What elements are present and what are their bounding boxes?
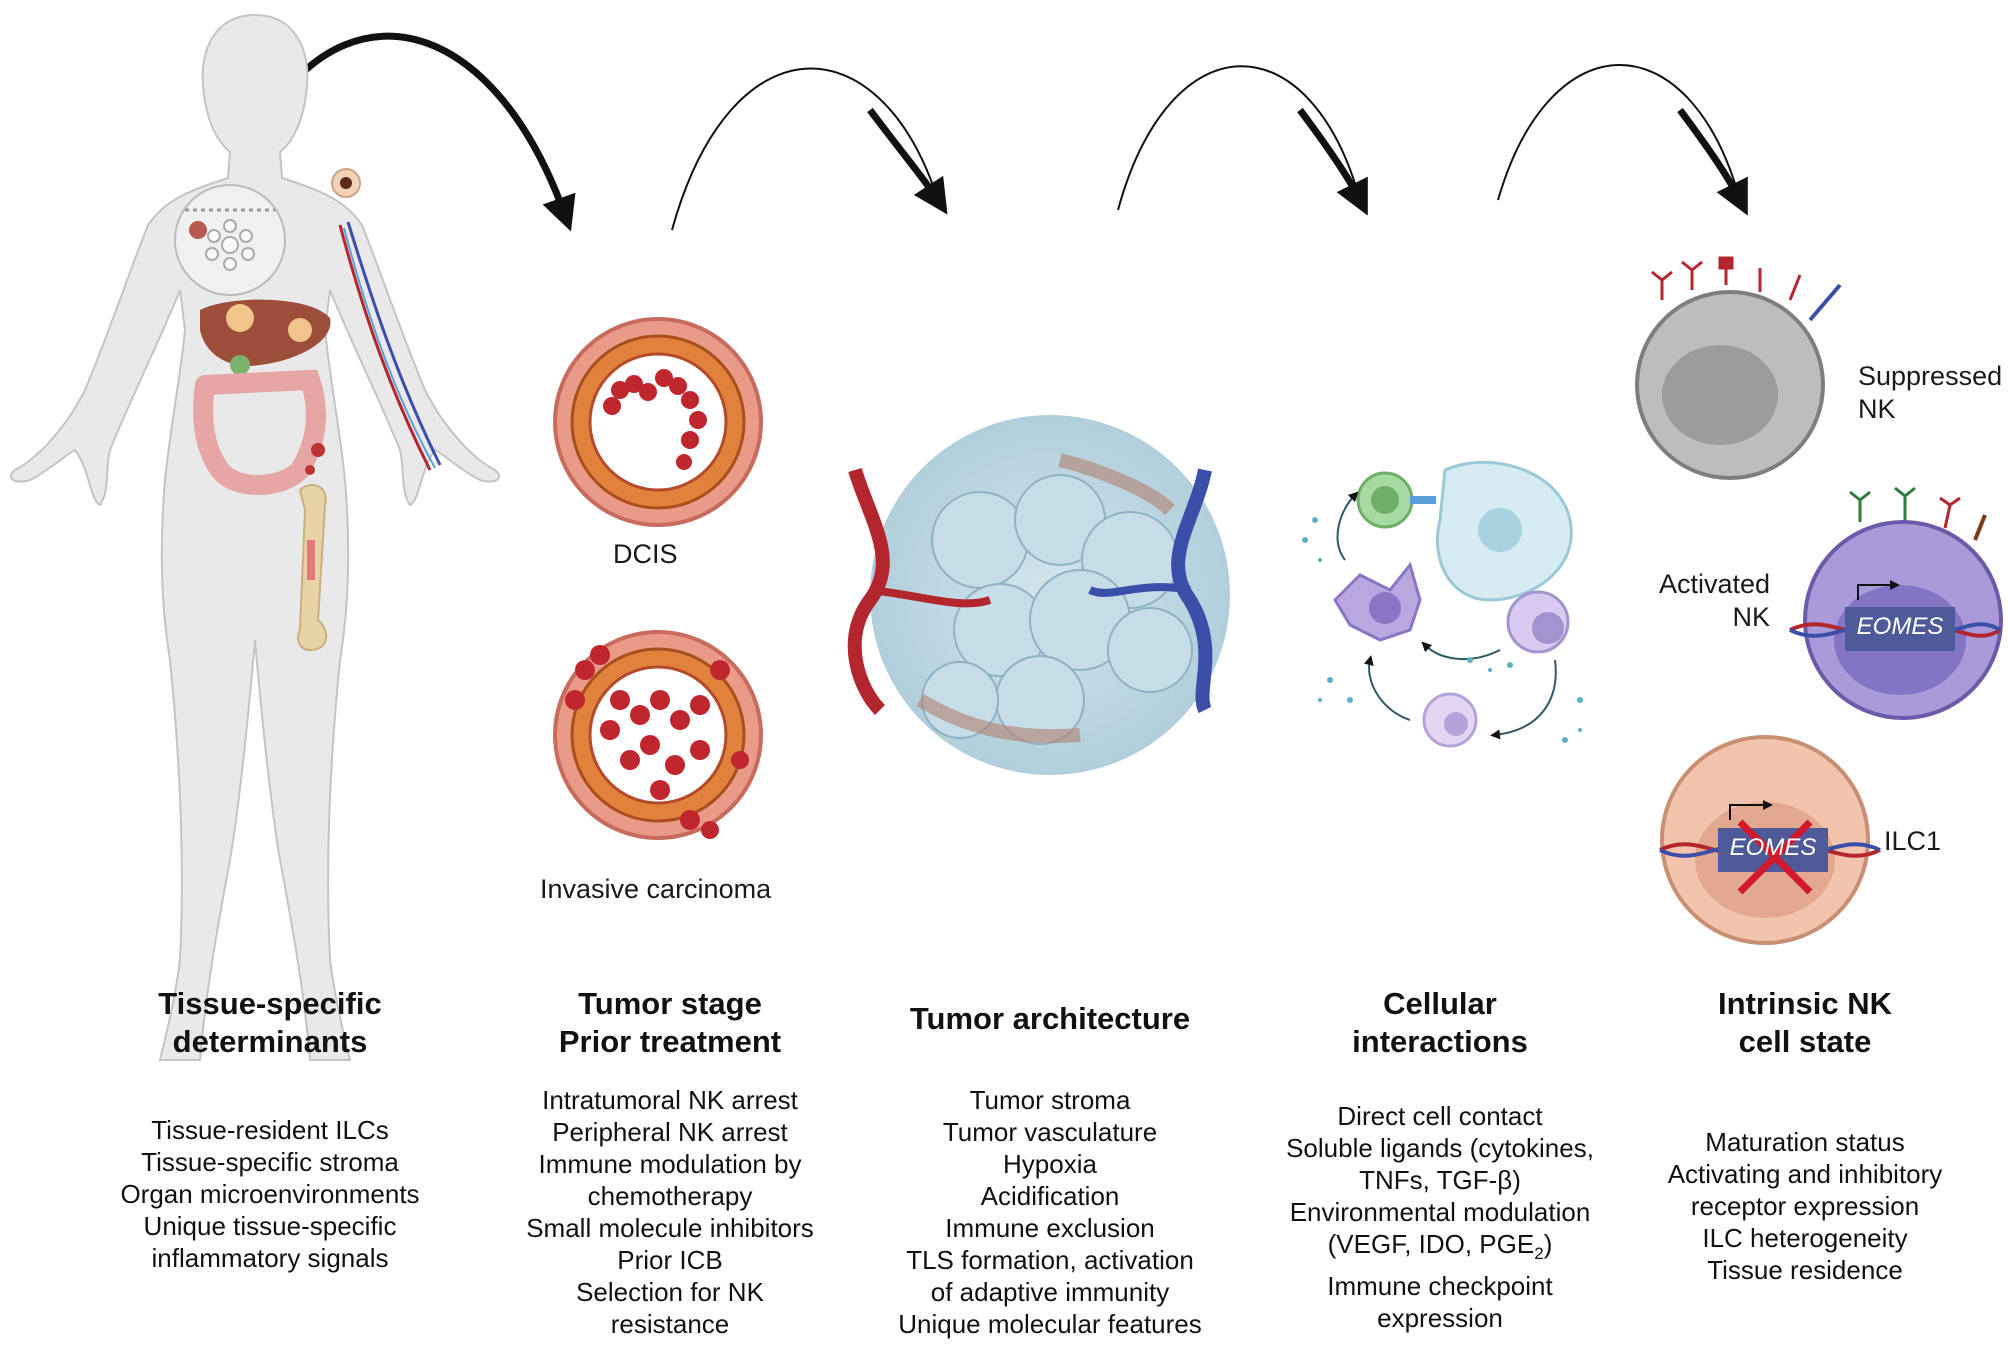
- list-item: Peripheral NK arrest: [552, 1117, 788, 1147]
- list-item: of adaptive immunity: [930, 1277, 1170, 1307]
- list-item: resistance: [610, 1309, 730, 1339]
- invasive-carcinoma-label: Invasive carcinoma: [540, 874, 772, 904]
- list-item: TLS formation, activation: [906, 1245, 1194, 1275]
- list-item: expression: [1377, 1303, 1503, 1334]
- list-item: Immune modulation by: [538, 1149, 802, 1179]
- eomes-gene-label-activated: EOMES: [1856, 613, 1944, 640]
- list-item: Unique tissue-specific: [143, 1211, 397, 1241]
- cellular-interactions-illustration: [1302, 460, 1583, 748]
- column-title-tumor-architecture: Tumor architecture: [909, 1001, 1191, 1036]
- list-item: Hypoxia: [1003, 1149, 1097, 1179]
- list-item: Tissue residence: [1707, 1255, 1903, 1285]
- list-item: Immune exclusion: [945, 1213, 1155, 1243]
- list-item: ILC heterogeneity: [1702, 1223, 1908, 1253]
- column-list-tumor-architecture: Tumor stroma Tumor vasculature Hypoxia A…: [860, 1084, 1240, 1340]
- activated-nk-label: Activated NK: [1658, 569, 1770, 632]
- column-list-tissue: Tissue-resident ILCs Tissue-specific str…: [70, 1114, 470, 1274]
- invasive-duct-illustration: [553, 630, 763, 840]
- list-item: inflammatory signals: [151, 1243, 389, 1273]
- arrow-3: [1117, 65, 1361, 211]
- ilc1-cell: [1659, 735, 1881, 945]
- list-item: chemotherapy: [587, 1181, 753, 1211]
- list-item: (VEGF, IDO, PGE2): [1327, 1229, 1553, 1264]
- column-list-intrinsic-nk: Maturation status Activating and inhibit…: [1615, 1126, 1995, 1286]
- suppressed-nk-cell: [1635, 256, 1842, 480]
- dcis-duct-illustration: [553, 317, 763, 527]
- ilc1-label: ILC1: [1884, 826, 1942, 856]
- dcis-label: DCIS: [613, 539, 678, 569]
- list-item: Maturation status: [1705, 1127, 1905, 1157]
- list-item: Direct cell contact: [1337, 1101, 1543, 1131]
- list-item: Tissue-specific stroma: [141, 1147, 399, 1177]
- list-item: Immune checkpoint: [1327, 1271, 1553, 1302]
- list-item: Acidification: [980, 1181, 1120, 1211]
- human-body-illustration: [10, 13, 500, 1061]
- list-item: Activating and inhibitory: [1667, 1159, 1943, 1189]
- tumor-architecture-illustration: [847, 415, 1230, 775]
- list-item: Soluble ligands (cytokines,: [1286, 1133, 1594, 1163]
- list-item: Intratumoral NK arrest: [542, 1085, 798, 1115]
- list-item: Tumor vasculature: [942, 1117, 1158, 1147]
- list-item: Tissue-resident ILCs: [151, 1115, 389, 1145]
- list-item: Environmental modulation: [1289, 1197, 1591, 1227]
- activated-nk-cell: [1789, 486, 2003, 720]
- list-item: TNFs, TGF-β): [1359, 1165, 1521, 1195]
- list-item: receptor expression: [1690, 1191, 1920, 1221]
- list-item: Organ microenvironments: [120, 1179, 420, 1209]
- eomes-gene-label-ilc1: EOMES: [1729, 834, 1817, 861]
- column-list-tumor-stage: Intratumoral NK arrest Peripheral NK arr…: [480, 1084, 860, 1340]
- arrow-4: [1497, 64, 1741, 201]
- list-item: Small molecule inhibitors: [526, 1213, 814, 1243]
- column-list-cellular-interactions: Direct cell contact Soluble ligands (cyt…: [1250, 1100, 1630, 1334]
- arrow-2: [671, 67, 939, 231]
- list-item: Unique molecular features: [898, 1309, 1202, 1339]
- flow-arrows: [228, 32, 1748, 232]
- list-item: Prior ICB: [617, 1245, 723, 1275]
- list-item: Tumor stroma: [969, 1085, 1131, 1115]
- list-item: Selection for NK: [576, 1277, 764, 1307]
- suppressed-nk-label: Suppressed NK: [1858, 361, 2003, 424]
